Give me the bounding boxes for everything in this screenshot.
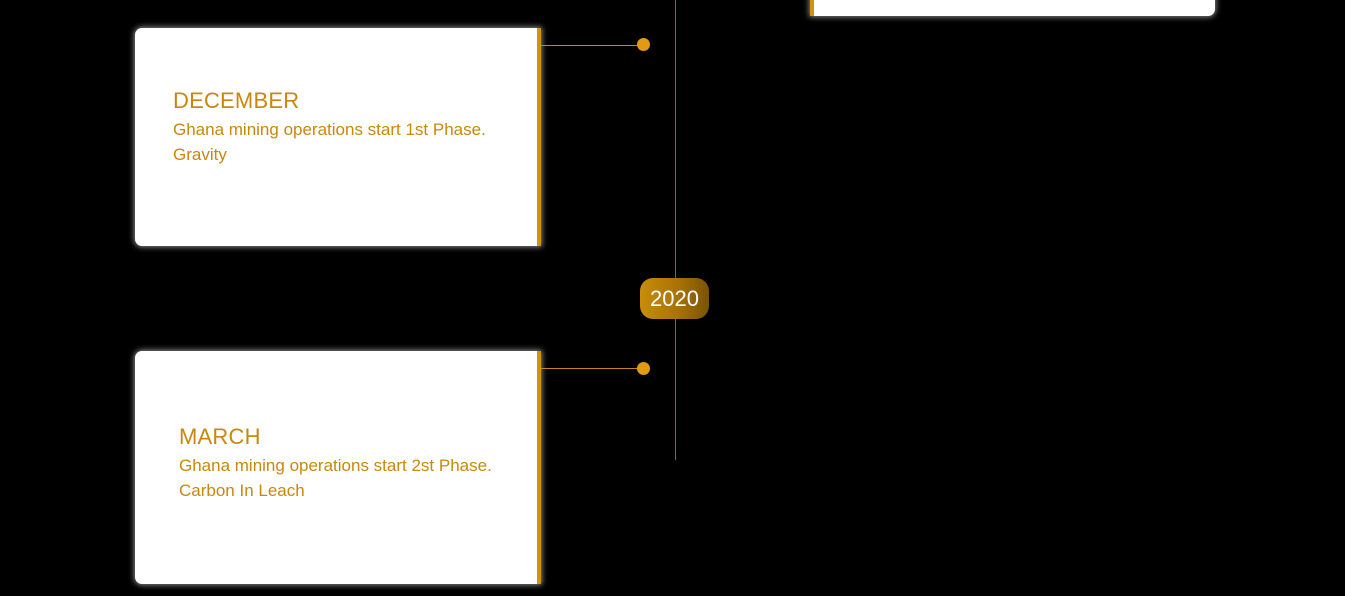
timeline-card-december[interactable]: DECEMBER Ghana mining operations start 1…	[135, 28, 541, 246]
event-month: MARCH	[179, 424, 261, 449]
connector-line-december	[541, 45, 644, 46]
event-description: Ghana mining operations start 2st Phase.…	[179, 456, 492, 500]
timeline-axis	[675, 0, 676, 460]
connector-line-march	[541, 368, 644, 369]
timeline-card-previous	[810, 0, 1215, 16]
timeline-card-march[interactable]: MARCH Ghana mining operations start 2st …	[135, 351, 541, 584]
timeline-dot-march	[637, 362, 650, 375]
timeline-dot-december	[637, 38, 650, 51]
event-description: Ghana mining operations start 1st Phase.…	[173, 120, 486, 164]
event-month: DECEMBER	[173, 88, 300, 113]
year-badge: 2020	[640, 278, 709, 319]
